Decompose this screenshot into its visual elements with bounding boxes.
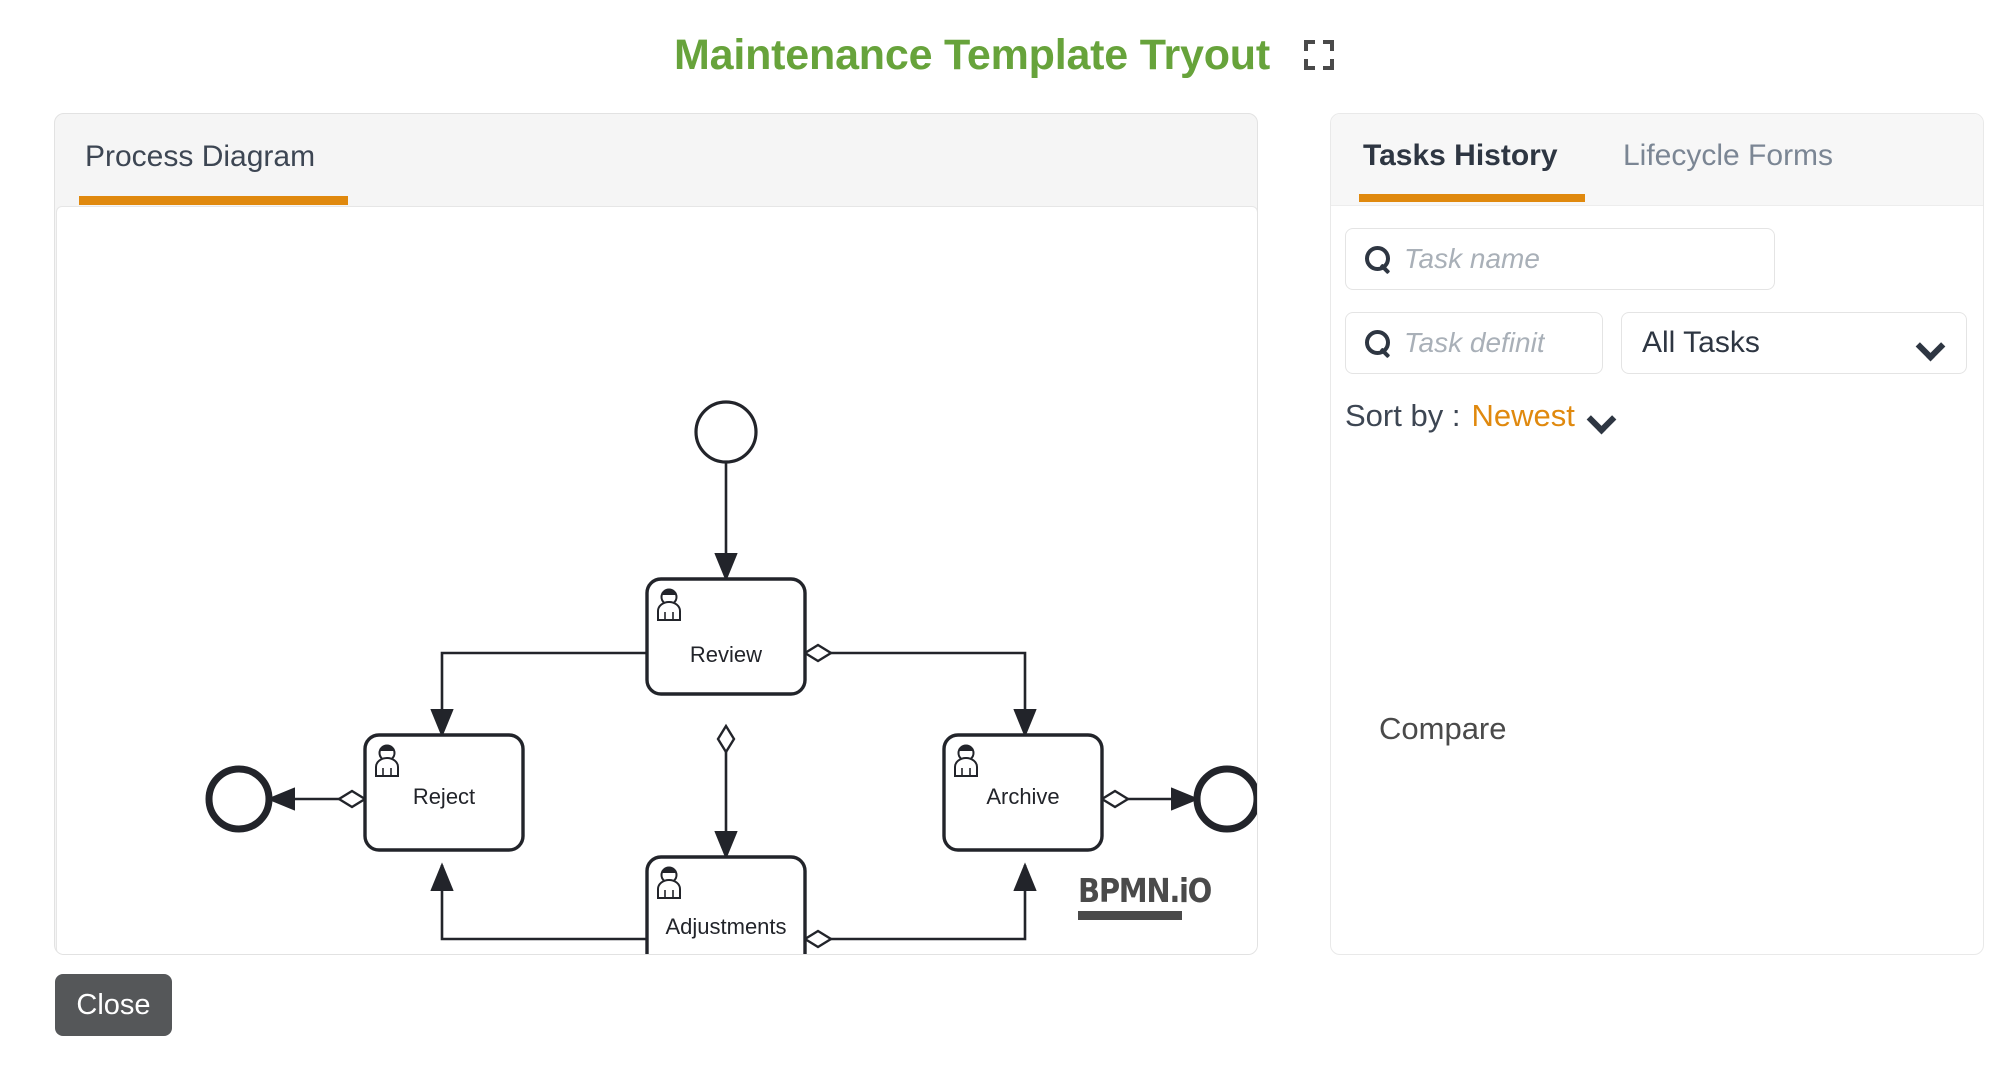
user-task-icon: [657, 588, 681, 621]
corner-top-left: [1303, 40, 1315, 51]
close-button[interactable]: Close: [55, 974, 172, 1036]
flow-adjustments-reject: [430, 862, 647, 941]
task-label: Review: [690, 642, 762, 667]
bpmn-diagram-svg[interactable]: Review Reject: [57, 207, 1258, 955]
corner-bottom-left: [1303, 59, 1315, 70]
left-tabbar: Process Diagram: [55, 114, 1257, 206]
tab-lifecycle-forms[interactable]: Lifecycle Forms: [1623, 139, 1834, 172]
user-task-icon: [657, 866, 681, 899]
task-name-placeholder: Task name: [1404, 243, 1540, 274]
bpmn-io-wordmark: BPMN.iO: [1077, 871, 1212, 910]
flow-review-reject: [430, 651, 647, 738]
task-label: Adjustments: [665, 914, 786, 939]
flow-adjustments-archive: [805, 862, 1037, 941]
page-title: Maintenance Template Tryout: [674, 30, 1270, 79]
task-label: Reject: [413, 784, 475, 809]
task-reject[interactable]: Reject: [363, 733, 525, 852]
user-task-icon: [375, 744, 399, 777]
dialog-header: Maintenance Template Tryout: [0, 0, 2008, 110]
sort-by-value[interactable]: Newest: [1471, 398, 1575, 433]
sort-by-control[interactable]: Sort by : Newest: [1345, 398, 1613, 434]
end-event-reject[interactable]: [205, 765, 273, 833]
corner-bottom-right: [1322, 59, 1334, 70]
task-review[interactable]: Review: [645, 577, 807, 696]
tasks-history-card: Tasks History Lifecycle Forms Task name …: [1330, 113, 1984, 955]
compare-label[interactable]: Compare: [1379, 711, 1507, 746]
task-adjustments[interactable]: Adjustments: [645, 855, 807, 955]
tab-process-diagram[interactable]: Process Diagram: [85, 140, 316, 173]
bpmn-io-watermark: BPMN.iO: [1077, 871, 1229, 920]
corner-top-right: [1322, 40, 1334, 51]
user-task-icon: [954, 744, 978, 777]
right-tabbar: Tasks History Lifecycle Forms: [1331, 114, 1983, 206]
tab-tasks-history[interactable]: Tasks History: [1363, 139, 1558, 172]
process-diagram-card: Process Diagram: [54, 113, 1258, 955]
task-definition-search[interactable]: Task definit: [1345, 312, 1603, 374]
tab-active-indicator: [1359, 194, 1585, 202]
search-icon: [1364, 245, 1392, 273]
start-event[interactable]: [694, 400, 758, 464]
task-definition-placeholder: Task definit: [1404, 327, 1545, 358]
task-name-search[interactable]: Task name: [1345, 228, 1775, 290]
flow-review-archive: [805, 651, 1037, 738]
tab-active-indicator: [79, 196, 348, 205]
chevron-down-icon: [1918, 336, 1944, 351]
bpmn-io-underline-bar: [1077, 911, 1182, 920]
task-filter-select[interactable]: All Tasks: [1621, 312, 1967, 374]
fullscreen-expand-icon[interactable]: [1303, 40, 1334, 70]
task-filter-value: All Tasks: [1642, 326, 1760, 359]
bpmn-canvas[interactable]: Review Reject: [56, 206, 1258, 955]
sort-by-label: Sort by :: [1345, 398, 1461, 433]
search-icon: [1364, 329, 1392, 357]
task-label: Archive: [986, 784, 1059, 809]
end-event-archive[interactable]: [1193, 765, 1257, 833]
task-archive[interactable]: Archive: [942, 733, 1104, 852]
chevron-down-icon[interactable]: [1589, 409, 1613, 424]
